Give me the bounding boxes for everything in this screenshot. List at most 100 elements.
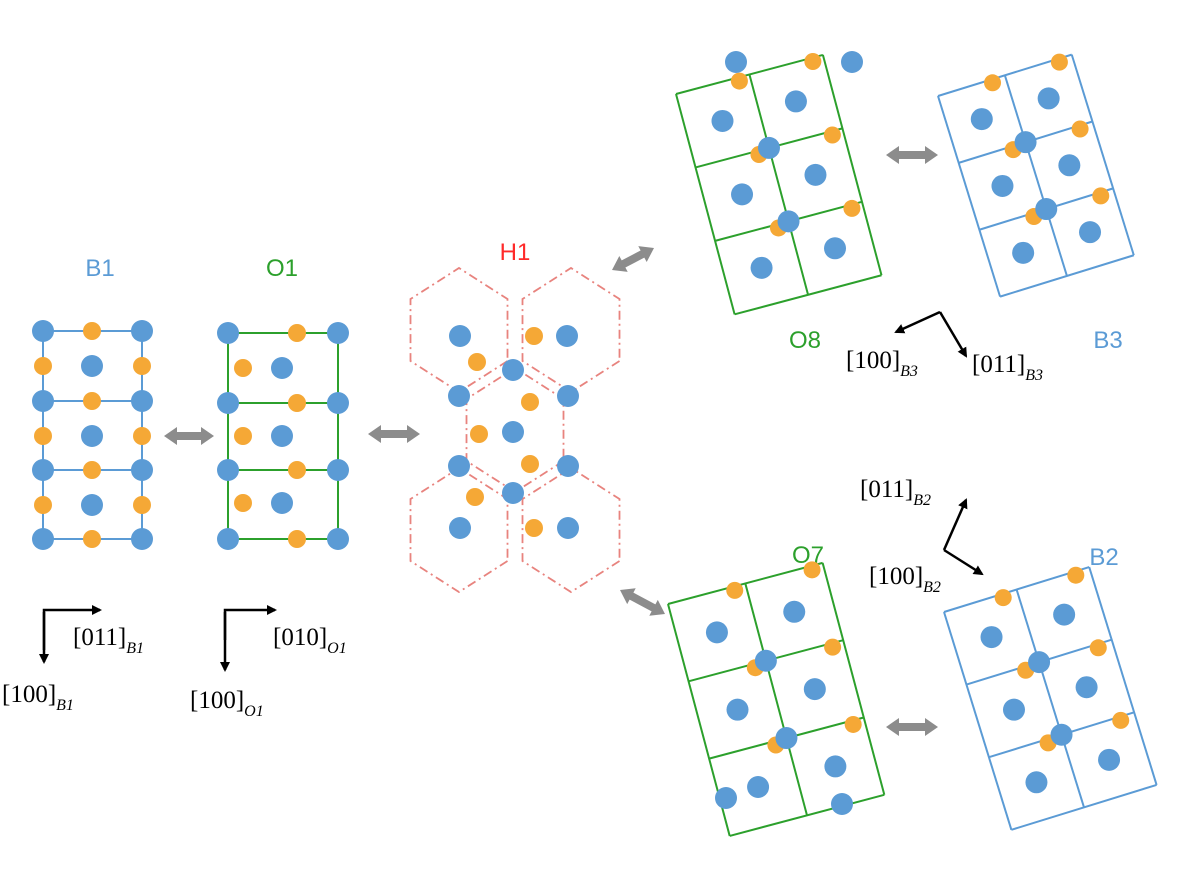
blue-atom — [726, 698, 749, 721]
label-b1: B1 — [85, 255, 114, 282]
blue-atom — [271, 357, 293, 379]
blue-atom — [1028, 651, 1051, 674]
blue-atom — [750, 256, 773, 279]
blue-atom — [81, 355, 103, 377]
transition-arrow — [368, 425, 420, 443]
orange-atom — [83, 322, 101, 340]
blue-atom — [705, 621, 728, 644]
blue-atom — [754, 649, 777, 672]
orange-atom — [468, 353, 486, 371]
blue-atom — [1025, 771, 1048, 794]
orange-atom — [34, 427, 52, 445]
orange-atom — [234, 427, 252, 445]
b3-axes — [894, 310, 968, 358]
blue-atom — [131, 459, 153, 481]
blue-atom — [731, 183, 754, 206]
blue-atom — [217, 459, 239, 481]
blue-atom — [81, 425, 103, 447]
blue-atom — [1014, 131, 1037, 154]
cell-edge — [748, 74, 810, 296]
blue-atom — [271, 425, 293, 447]
blue-atom — [81, 494, 103, 516]
blue-atom — [1098, 748, 1121, 771]
blue-atom — [747, 775, 770, 798]
blue-atom — [1037, 87, 1060, 110]
blue-atom — [217, 322, 239, 344]
b2-axis-b-arrow — [943, 548, 984, 576]
cell-edge — [999, 254, 1135, 298]
orange-atom — [133, 496, 151, 514]
blue-atom — [32, 390, 54, 412]
blue-atom — [327, 322, 349, 344]
blue-atom — [1053, 603, 1076, 626]
cell-edge — [1003, 75, 1068, 277]
orange-atom — [466, 488, 484, 506]
blue-atom — [131, 528, 153, 550]
orange-atom — [525, 519, 543, 537]
orange-atom — [1071, 120, 1089, 138]
blue-atom — [449, 517, 471, 539]
blue-atom — [980, 626, 1003, 649]
blue-atom — [991, 174, 1014, 197]
blue-atom — [784, 90, 807, 113]
cell-edge — [943, 611, 1013, 831]
b2-axes — [942, 498, 984, 576]
blue-atom — [502, 421, 524, 443]
blue-atom — [131, 390, 153, 412]
orange-atom — [521, 393, 539, 411]
cell-edge — [1015, 589, 1085, 808]
orange-atom — [133, 357, 151, 375]
b3-dir-a: [100]B3 — [846, 347, 918, 380]
blue-atom — [1002, 698, 1025, 721]
o1-lattice — [217, 322, 349, 550]
cell-edge — [1088, 566, 1158, 786]
orange-atom — [823, 126, 841, 144]
blue-atom — [448, 455, 470, 477]
orange-atom — [83, 461, 101, 479]
o1-axis-x-arrow — [223, 605, 277, 640]
orange-atom — [844, 715, 862, 733]
label-o1: O1 — [266, 255, 298, 282]
blue-atom — [824, 755, 847, 778]
b1-lattice — [32, 320, 153, 550]
transition-arrows — [164, 146, 938, 736]
orange-atom — [984, 74, 1002, 92]
orange-atom — [804, 53, 822, 71]
b2-axis-a-arrow — [942, 498, 968, 551]
blue-atom — [824, 237, 847, 260]
orange-atom — [1092, 187, 1110, 205]
b3-lattice — [937, 53, 1135, 298]
blue-atom — [217, 392, 239, 414]
blue-atom — [715, 787, 737, 809]
orange-atom — [83, 530, 101, 548]
o1-axes — [220, 605, 277, 672]
cell-edge — [675, 93, 736, 315]
blue-atom — [1079, 221, 1102, 244]
o1-dir-y: [100]O1 — [190, 687, 264, 720]
b3-dir-b: [011]B3 — [972, 351, 1043, 384]
orange-atom — [843, 199, 861, 217]
blue-atom — [271, 492, 293, 514]
label-b3: B3 — [1093, 327, 1122, 354]
blue-atom — [327, 528, 349, 550]
cell-edge — [937, 95, 1002, 297]
orange-atom — [470, 425, 488, 443]
transition-arrow — [886, 718, 938, 736]
b1-dir-x: [011]B1 — [73, 624, 144, 657]
orange-atom — [803, 561, 821, 579]
cell-edge — [1070, 54, 1135, 256]
blue-atom — [1035, 198, 1058, 221]
cell-edge — [821, 562, 886, 796]
o7-lattice — [667, 561, 886, 837]
orange-atom — [133, 427, 151, 445]
transition-arrow — [612, 246, 654, 272]
transition-arrow — [886, 146, 938, 164]
blue-atom — [970, 108, 993, 131]
orange-atom — [288, 530, 306, 548]
blue-atom — [217, 528, 239, 550]
blue-atom — [32, 320, 54, 342]
blue-atom — [32, 459, 54, 481]
blue-atom — [804, 163, 827, 186]
cell-edge — [744, 583, 808, 816]
orange-atom — [1089, 639, 1107, 657]
